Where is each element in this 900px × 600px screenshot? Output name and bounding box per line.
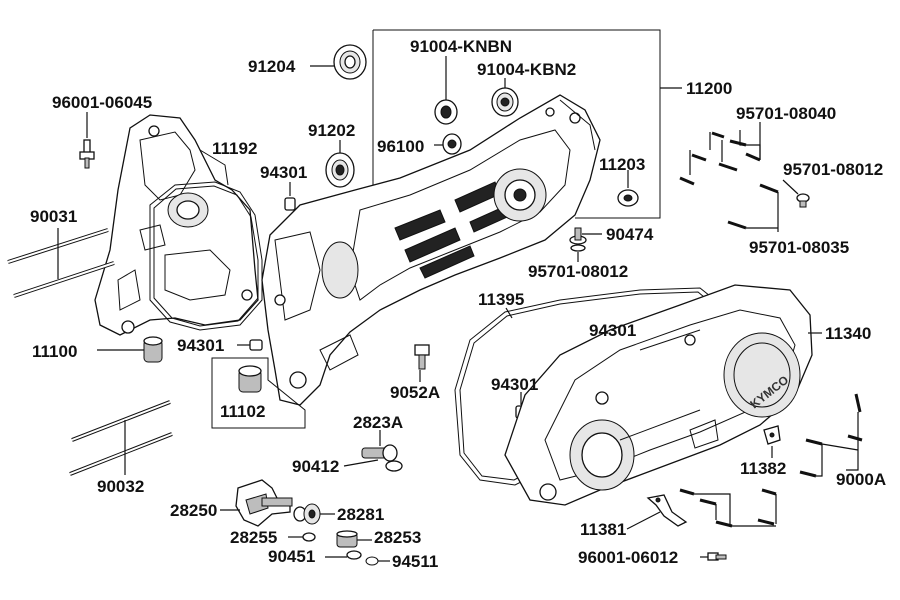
seal-96100-icon: [442, 133, 462, 155]
stud-90031-icon: [7, 228, 115, 298]
label-94511: 94511: [392, 552, 438, 571]
label-94301-c: 94301: [589, 321, 636, 340]
dowel-94301-a-icon: [284, 197, 296, 211]
bushing-11102-icon: [238, 365, 262, 393]
right-crankcase: [261, 94, 601, 406]
group-frame-11200: [373, 29, 661, 219]
label-11395: 11395: [478, 290, 524, 309]
bearing-91202-icon: [325, 152, 355, 188]
washer-28281-icon: [293, 503, 321, 525]
label-11192: 11192: [212, 139, 257, 158]
bearing-91004-knbn-icon: [434, 99, 458, 125]
label-11340: 11340: [825, 324, 871, 343]
label-11203: 11203: [599, 155, 645, 174]
bolt-95701-08040-icon: [679, 131, 761, 186]
label-28250: 28250: [170, 501, 217, 520]
label-2823a: 2823A: [353, 413, 403, 432]
label-90451: 90451: [268, 547, 315, 566]
label-96001-06045: 96001-06045: [52, 93, 152, 112]
label-96001-06012: 96001-06012: [578, 548, 678, 567]
clip-11382-icon: [763, 425, 781, 445]
shaft-2823a-icon: [361, 444, 403, 472]
label-91204: 91204: [248, 57, 296, 76]
label-95701-08012-a: 95701-08012: [783, 160, 883, 179]
left-crankcase: [94, 114, 259, 336]
label-11100: 11100: [32, 342, 77, 361]
label-90412: 90412: [292, 457, 339, 476]
label-9000a: 9000A: [836, 470, 886, 489]
bearing-91004-kbn2-icon: [491, 87, 519, 117]
dowel-94301-b-icon: [249, 339, 263, 351]
label-90031: 90031: [30, 207, 77, 226]
washer-90451-icon: [346, 550, 362, 560]
bushing-11100-icon: [143, 336, 163, 363]
transmission-cover: [504, 284, 813, 506]
screw-9052a-icon: [414, 344, 430, 370]
bolt-95701-08035-icon: [727, 183, 779, 230]
bolt-96001-06045-icon: [79, 139, 95, 169]
clip-94511-icon: [365, 556, 379, 566]
bushing-28253-icon: [336, 530, 358, 548]
label-90032: 90032: [97, 477, 144, 496]
label-28253: 28253: [374, 528, 421, 547]
label-11102: 11102: [220, 402, 265, 421]
bushing-28255-icon: [302, 532, 316, 542]
label-28281: 28281: [337, 505, 384, 524]
label-9052a: 9052A: [390, 383, 440, 402]
bolt-95701-08012-b-icon: [570, 244, 586, 252]
label-11200: 11200: [686, 79, 732, 98]
stud-90032-icon: [69, 400, 173, 476]
label-95701-08040: 95701-08040: [736, 104, 836, 123]
bracket-11381-icon: [646, 494, 688, 527]
kick-spindle-28250-icon: [235, 479, 293, 527]
bearing-91204-icon: [333, 44, 367, 80]
label-11381: 11381: [580, 520, 626, 539]
label-95701-08012-b: 95701-08012: [528, 262, 628, 281]
label-11382: 11382: [740, 459, 786, 478]
bolt-95701-08012-a-icon: [796, 193, 810, 208]
bushing-11203-icon: [617, 189, 639, 207]
label-28255: 28255: [230, 528, 277, 547]
label-91004-knbn: 91004-KNBN: [410, 37, 512, 56]
label-94301-d: 94301: [491, 375, 538, 394]
label-90474: 90474: [606, 225, 654, 244]
label-94301-a: 94301: [260, 163, 307, 182]
group-frame-11102: [211, 357, 306, 429]
bolt-96001-06012-icon: [707, 552, 727, 561]
label-91202: 91202: [308, 121, 355, 140]
bolt-90474-icon: [569, 227, 587, 245]
bolt-9000a-icon: [679, 393, 863, 528]
label-95701-08035: 95701-08035: [749, 238, 849, 257]
label-96100: 96100: [377, 137, 424, 156]
label-91004-kbn2: 91004-KBN2: [477, 60, 576, 79]
label-94301-b: 94301: [177, 336, 224, 355]
